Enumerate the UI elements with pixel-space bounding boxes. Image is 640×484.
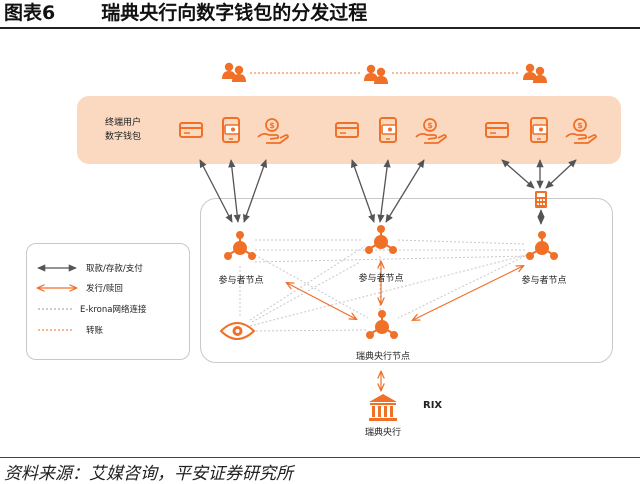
bottom-rule bbox=[0, 457, 640, 458]
issuance-arrows bbox=[287, 262, 523, 390]
legend-label-payment: 取款/存款/支付 bbox=[86, 264, 143, 274]
eye-icon bbox=[219, 322, 256, 340]
participant-node-icon bbox=[525, 230, 559, 261]
users-icon bbox=[222, 62, 246, 82]
mobile-wallet-icon bbox=[530, 117, 548, 143]
legend-swatches bbox=[38, 264, 76, 331]
card-icon bbox=[485, 122, 509, 138]
legend-label-issuance: 发行/赎回 bbox=[86, 284, 123, 294]
central-bank-label: 瑞典央行 bbox=[364, 428, 402, 438]
participant-node-label: 参与者节点 bbox=[218, 276, 264, 286]
users-icon bbox=[364, 64, 388, 84]
central-bank-node-label: 瑞典央行节点 bbox=[355, 352, 411, 362]
end-user-label: 终端用户数字钱包 bbox=[104, 118, 141, 142]
legend-box bbox=[26, 243, 190, 360]
central-bank-building-icon bbox=[369, 394, 397, 421]
central-bank-node-icon bbox=[365, 309, 399, 340]
distribution-diagram: $ bbox=[0, 62, 597, 421]
payment-hand-icon bbox=[415, 118, 447, 144]
mobile-wallet-icon bbox=[379, 117, 397, 143]
mobile-wallet-icon bbox=[222, 117, 240, 143]
card-icon bbox=[179, 122, 203, 138]
users-icon bbox=[523, 63, 547, 83]
figure-caption: 瑞典央行向数字钱包的分发过程 bbox=[101, 2, 368, 24]
network-connections bbox=[239, 239, 531, 332]
payment-hand-icon bbox=[257, 118, 289, 144]
participant-node-icon bbox=[223, 230, 257, 261]
legend-label-transfer: 转账 bbox=[86, 326, 104, 336]
card-icon bbox=[335, 122, 359, 138]
pos-terminal-icon bbox=[535, 191, 547, 208]
participant-node-label: 参与者节点 bbox=[358, 274, 404, 284]
figure-title: 图表6 瑞典央行向数字钱包的分发过程 bbox=[4, 0, 367, 26]
source-note: 资料来源：艾媒咨询，平安证券研究所 bbox=[4, 464, 293, 484]
payment-hand-icon bbox=[565, 118, 597, 144]
participant-node-label: 参与者节点 bbox=[521, 276, 567, 286]
figure-number: 图表6 bbox=[4, 2, 56, 24]
title-rule bbox=[0, 27, 640, 29]
payment-connectors bbox=[199, 159, 577, 225]
rix-label: RIX bbox=[423, 400, 443, 411]
legend-label-network: E-krona网络连接 bbox=[80, 305, 147, 315]
